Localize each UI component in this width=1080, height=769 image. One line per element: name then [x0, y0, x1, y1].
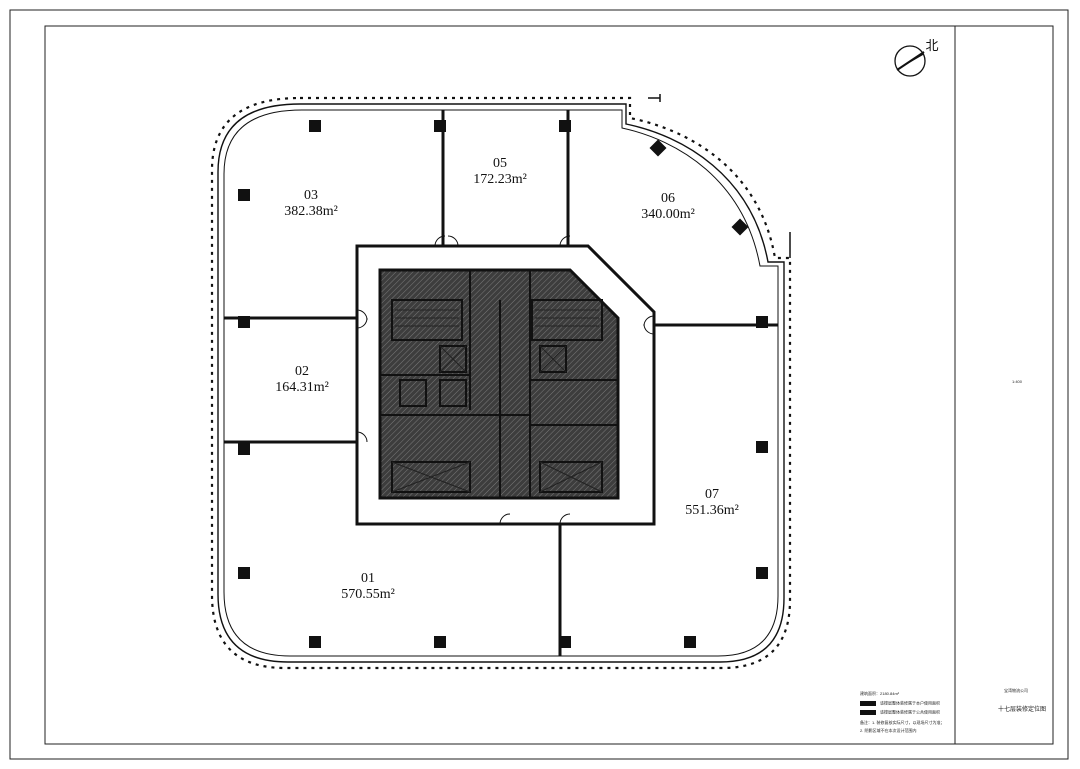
room-label-05: 05 172.23m²	[473, 156, 527, 188]
room-number: 07	[705, 487, 719, 502]
room-area: 570.55m²	[341, 587, 395, 603]
area-note: 建筑面积：2180.84m²	[860, 691, 900, 696]
company-text: 宝湾物流公司	[1004, 688, 1028, 693]
structural-columns	[238, 120, 768, 648]
room-label-01: 01 570.55m²	[341, 571, 395, 603]
inner-border	[44, 25, 1054, 745]
legend-private-text: 该楼层整体装修属于本户使用面积	[880, 700, 940, 706]
legend-public-text: 该楼层整体装修属于公共使用面积	[880, 709, 940, 715]
room-area: 172.23m²	[473, 172, 527, 188]
room-label-06: 06 340.00m²	[641, 191, 695, 223]
legend-swatch-public	[860, 710, 876, 715]
room-label-07: 07 551.36m²	[685, 487, 739, 519]
outer-border	[9, 9, 1069, 760]
room-number: 03	[304, 188, 318, 203]
north-arrow	[894, 45, 926, 77]
core-shaded-area	[378, 268, 620, 500]
room-label-03: 03 382.38m²	[284, 188, 338, 220]
drawing-title: 十七层装修定位图	[998, 707, 1047, 713]
room-number: 06	[661, 191, 675, 206]
room-label-02: 02 164.31m²	[275, 364, 329, 396]
legend-public: 该楼层整体装修属于公共使用面积	[860, 710, 940, 715]
room-number: 02	[295, 364, 309, 379]
room-area: 340.00m²	[641, 207, 695, 223]
note-line-2: 2. 阴影区域不在本次设计范围内	[860, 728, 917, 733]
door-swings	[356, 235, 655, 525]
room-number: 05	[493, 156, 507, 171]
legend-swatch-private	[860, 701, 876, 706]
note-line-1: 备注：1. 装修复核实际尺寸，以现场尺寸为准；	[860, 720, 945, 725]
room-area: 551.36m²	[685, 503, 739, 519]
room-number: 01	[361, 571, 375, 586]
room-area: 382.38m²	[284, 204, 338, 220]
floor-slab-outline	[210, 94, 792, 670]
north-label: 北	[925, 39, 939, 54]
scale-text: 1:400	[1012, 379, 1023, 384]
room-area: 164.31m²	[275, 380, 329, 396]
legend-private: 该楼层整体装修属于本户使用面积	[860, 701, 940, 706]
